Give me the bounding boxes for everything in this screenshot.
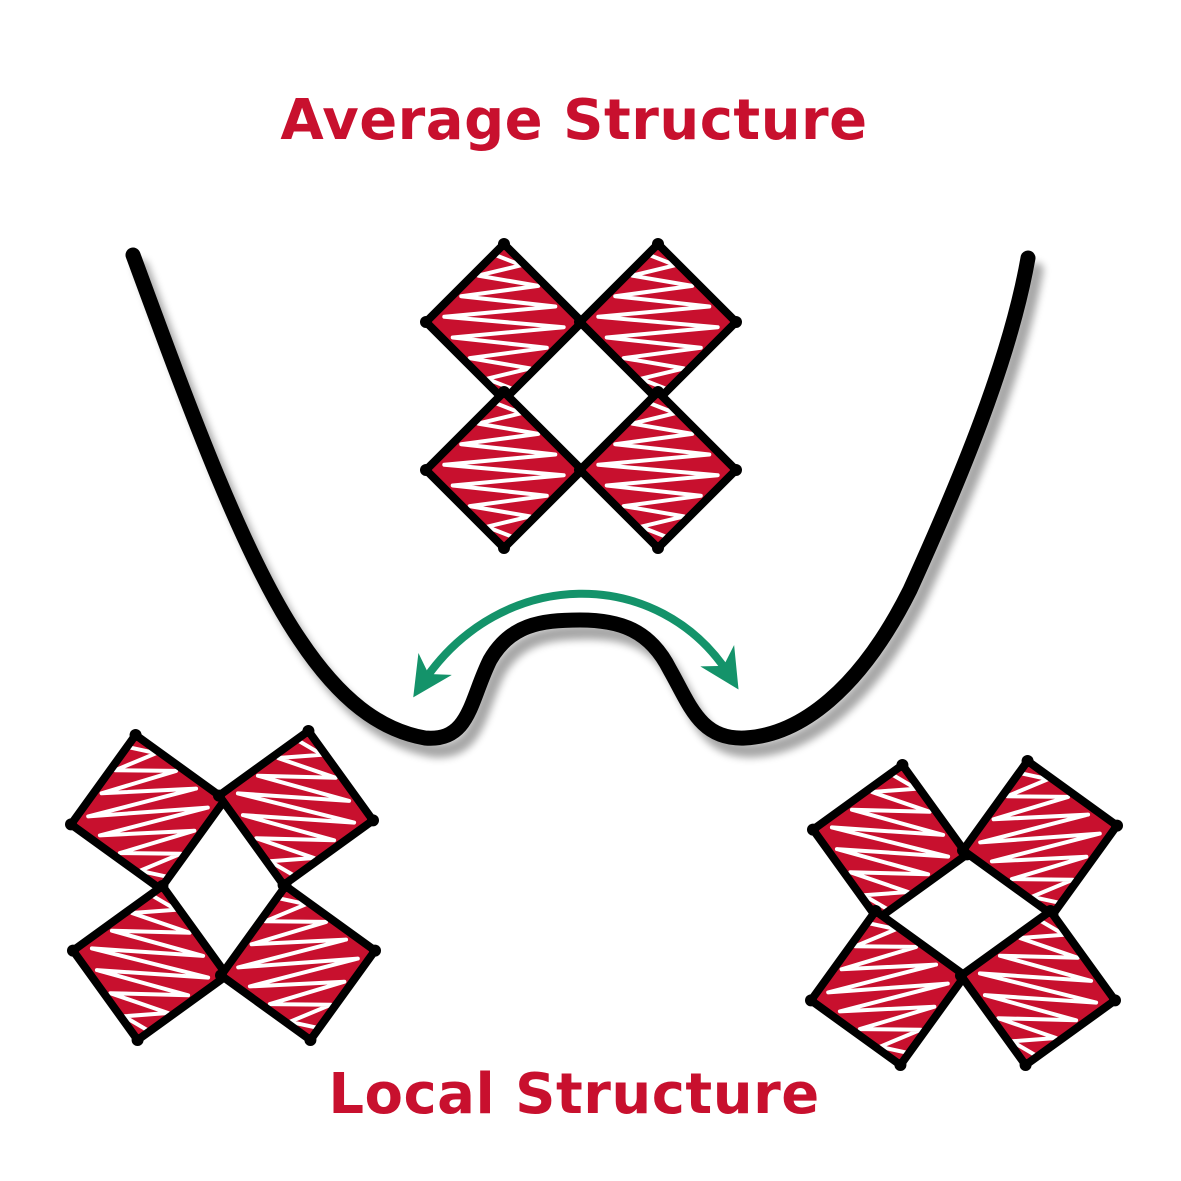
octahedron-left-1: [64, 728, 232, 896]
octahedron-stripes: [89, 893, 211, 1033]
octahedron-vertex: [129, 728, 142, 741]
octahedron-vertex: [574, 464, 586, 476]
octahedron-vertex: [212, 789, 225, 802]
octahedron-top-3: [420, 386, 588, 554]
octahedron-stripes: [442, 253, 566, 391]
octahedron-vertex: [156, 879, 169, 892]
octahedron-vertex: [66, 944, 79, 957]
octahedron-vertex: [652, 238, 664, 250]
octahedron-vertex: [304, 1034, 317, 1047]
octahedron-vertex: [498, 542, 510, 554]
octahedron-left-3: [66, 879, 234, 1047]
octahedron-stripes: [977, 918, 1099, 1058]
octahedra-cluster-local-left: [64, 724, 382, 1047]
local-structure-label: Local Structure: [328, 1062, 820, 1127]
octahedron-vertex: [894, 1059, 907, 1072]
octahedron-vertex: [869, 904, 882, 917]
octahedron-top-1: [420, 238, 588, 406]
octahedron-vertex: [64, 818, 77, 831]
octahedron-vertex: [574, 316, 586, 328]
octahedron-vertex: [1111, 819, 1124, 832]
octahedron-left-4: [214, 879, 382, 1047]
octahedron-vertex: [956, 844, 969, 857]
octahedron-right-4: [954, 904, 1122, 1072]
octahedron-vertex: [1019, 1059, 1032, 1072]
octahedron-vertex: [131, 1034, 144, 1047]
octahedron-stripes: [596, 253, 720, 391]
octahedron-stripes: [86, 745, 210, 879]
octahedron-vertex: [954, 969, 967, 982]
octahedron-vertex: [279, 879, 292, 892]
octahedron-stripes: [236, 896, 360, 1030]
octahedron-stripes: [596, 401, 720, 539]
octahedron-top-4: [574, 386, 742, 554]
octahedron-vertex: [1109, 994, 1122, 1007]
octahedron-right-2: [956, 754, 1124, 922]
potential-curve: [125, 247, 1036, 746]
octahedra-cluster-average: [420, 238, 742, 554]
octahedron-vertex: [652, 542, 664, 554]
octahedron-vertex: [302, 724, 315, 737]
double-headed-arrow: [413, 589, 739, 698]
octahedron-vertex: [1021, 754, 1034, 767]
octahedron-vertex: [420, 464, 432, 476]
octahedra-cluster-local-right: [804, 754, 1124, 1072]
octahedron-top-2: [574, 238, 742, 406]
octahedron-vertex: [806, 823, 819, 836]
octahedron-vertex: [420, 316, 432, 328]
octahedron-stripes: [826, 921, 950, 1055]
octahedron-left-2: [212, 724, 380, 892]
octahedron-vertex: [730, 464, 742, 476]
octahedron-vertex: [804, 994, 817, 1007]
octahedron-vertex: [730, 316, 742, 328]
octahedron-vertex: [367, 814, 380, 827]
octahedron-stripes: [442, 401, 566, 539]
average-structure-label: Average Structure: [280, 88, 868, 153]
octahedron-stripes: [978, 771, 1102, 905]
octahedron-vertex: [652, 386, 664, 398]
octahedron-stripes: [235, 738, 357, 878]
octahedron-right-1: [806, 758, 974, 926]
octahedron-right-3: [804, 904, 972, 1072]
octahedron-vertex: [498, 238, 510, 250]
octahedron-vertex: [214, 969, 227, 982]
octahedron-vertex: [1044, 904, 1057, 917]
octahedron-stripes: [829, 772, 951, 912]
octahedron-vertex: [369, 944, 382, 957]
octahedron-vertex: [498, 386, 510, 398]
octahedron-vertex: [896, 758, 909, 771]
